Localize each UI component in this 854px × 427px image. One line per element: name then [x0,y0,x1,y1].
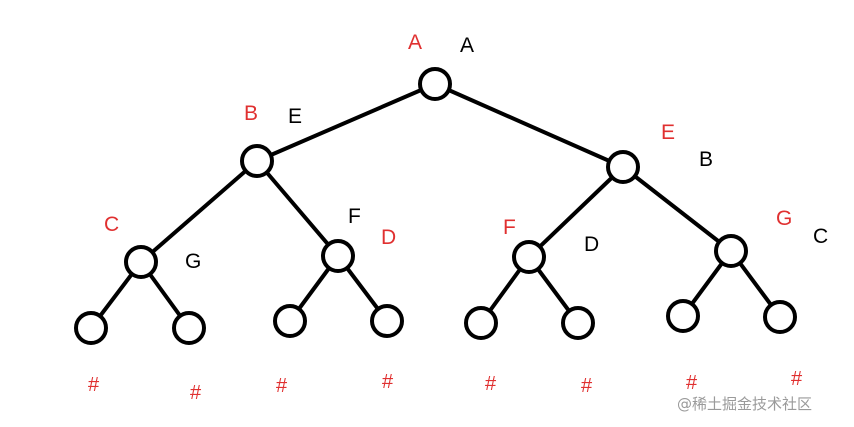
node-rr-black-label: C [813,225,828,248]
node-rl [512,240,546,274]
node-root-black-label: A [460,34,474,57]
edge-r-rl [527,165,625,259]
leaf-node-8 [763,300,797,334]
null-marker: # [581,375,593,397]
node-l-red-label: B [244,102,258,125]
leaf-node-1 [74,311,108,345]
node-rl-red-label: F [503,216,516,239]
node-l-black-label: E [288,105,302,128]
null-markers: # # # # # # # # [88,368,803,404]
edge-r-rr [621,165,733,253]
node-r-black-label: B [699,148,713,171]
node-r [606,150,640,184]
node-lr-red-label: D [381,226,396,249]
null-marker: # [485,373,497,395]
null-marker: # [791,368,803,390]
node-root-red-label: A [408,31,422,54]
node-ll-black-label: G [185,250,201,273]
node-ll [124,245,158,279]
node-rr-red-label: G [776,207,792,230]
leaf-node-3 [273,304,307,338]
leaf-node-5 [464,306,498,340]
node-r-red-label: E [661,121,675,144]
leaf-node-4 [370,304,404,338]
tree-edges [89,82,782,330]
null-marker: # [686,372,698,394]
null-marker: # [88,374,100,396]
null-marker: # [190,382,202,404]
watermark-text: @稀土掘金技术社区 [677,395,812,413]
node-rr [714,234,748,268]
leaf-node-7 [666,299,700,333]
node-l [240,144,274,178]
null-marker: # [276,375,288,397]
node-lr-black-label: F [348,205,361,228]
node-ll-red-label: C [104,213,119,236]
leaf-node-6 [561,306,595,340]
edge-root-l [255,82,437,163]
node-rl-black-label: D [584,233,599,256]
black-labels: A E B G F D C [185,34,828,273]
edge-l-ll [139,159,259,264]
edge-root-r [433,82,625,169]
edge-l-lr [255,159,340,258]
tree-nodes [74,67,797,345]
node-lr [321,239,355,273]
node-root [418,67,452,101]
null-marker: # [382,371,394,393]
red-labels: A B E C D F G [104,31,792,249]
leaf-node-2 [172,311,206,345]
